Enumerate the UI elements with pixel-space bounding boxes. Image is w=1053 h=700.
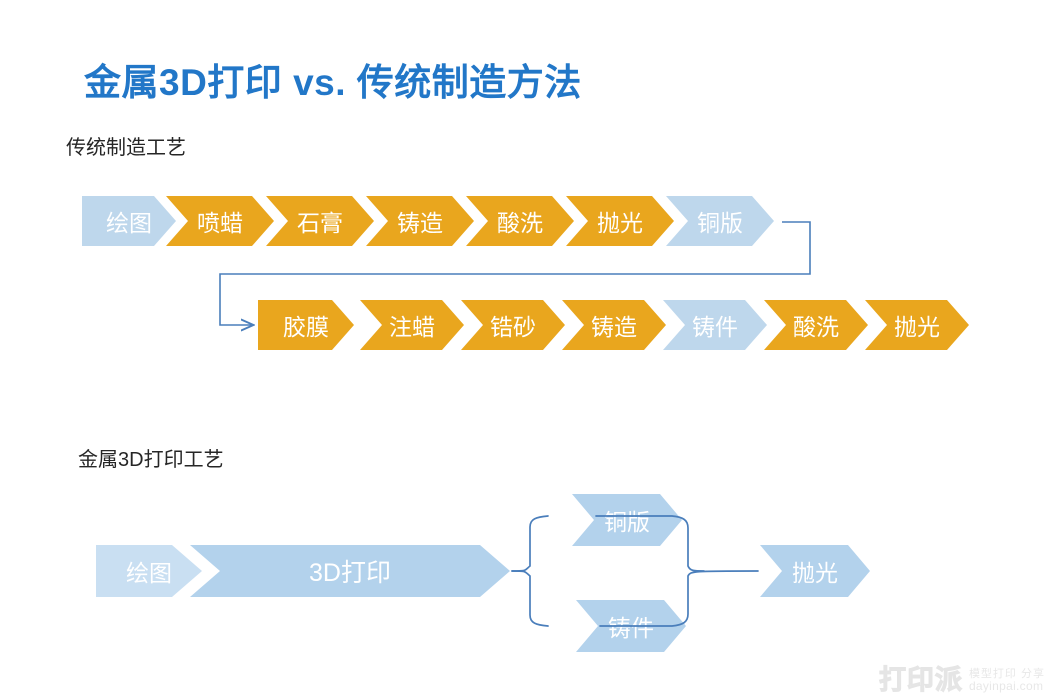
step-metal-3dprint[interactable]: 3D打印 — [190, 545, 510, 597]
step-traditional-r1-huitu[interactable]: 绘图 — [82, 196, 176, 246]
step-traditional-r2-jiaomo[interactable]: 胶膜 — [258, 300, 354, 350]
connector-split-brace — [511, 515, 549, 627]
step-label: 3D打印 — [309, 559, 391, 587]
watermark: 打印派 模型打印 分享 dayinpai.com — [878, 665, 1045, 695]
watermark-url: dayinpai.com — [968, 679, 1044, 694]
step-metal-zhujian[interactable]: 铸件 — [576, 600, 686, 652]
step-traditional-r2-paoguang[interactable]: 抛光 — [865, 300, 969, 350]
section-heading-traditional: 传统制造工艺 — [66, 137, 186, 159]
watermark-tagline: 模型打印 分享 — [968, 667, 1045, 680]
step-label: 胶膜 — [283, 314, 329, 340]
step-metal-tongban[interactable]: 铜版 — [572, 494, 682, 546]
page-title: 金属3D打印 vs. 传统制造方法 — [84, 62, 582, 103]
step-traditional-r1-suanxi[interactable]: 酸洗 — [466, 196, 574, 246]
step-metal-paoguang[interactable]: 抛光 — [760, 545, 870, 597]
step-label: 铸造 — [397, 210, 443, 236]
step-label: 铜版 — [604, 509, 650, 535]
step-traditional-r2-gaosha[interactable]: 锆砂 — [461, 300, 565, 350]
step-label: 酸洗 — [793, 314, 839, 340]
step-traditional-r2-zhuzao[interactable]: 铸造 — [562, 300, 666, 350]
step-label: 锆砂 — [490, 314, 536, 340]
step-label: 喷蜡 — [197, 210, 243, 236]
step-label: 铸件 — [608, 615, 654, 641]
step-metal-huitu[interactable]: 绘图 — [96, 545, 202, 597]
step-traditional-r1-penla[interactable]: 喷蜡 — [166, 196, 274, 246]
step-traditional-r2-zhujian[interactable]: 铸件 — [663, 300, 767, 350]
step-label: 抛光 — [597, 210, 643, 236]
step-traditional-r1-tongban[interactable]: 铜版 — [666, 196, 774, 246]
step-traditional-r1-zhuzao[interactable]: 铸造 — [366, 196, 474, 246]
step-traditional-r1-shigao[interactable]: 石膏 — [266, 196, 374, 246]
step-label: 抛光 — [792, 560, 838, 586]
step-label: 酸洗 — [497, 210, 543, 236]
step-label: 石膏 — [297, 210, 343, 236]
step-traditional-r2-zhula[interactable]: 注蜡 — [360, 300, 464, 350]
step-label: 注蜡 — [389, 314, 435, 340]
step-label: 绘图 — [106, 210, 152, 236]
step-label: 绘图 — [126, 560, 172, 586]
section-heading-metal-3d-printing: 金属3D打印工艺 — [78, 449, 224, 471]
watermark-text: 模型打印 分享 dayinpai.com — [969, 668, 1045, 694]
step-traditional-r1-paoguang[interactable]: 抛光 — [566, 196, 674, 246]
step-traditional-r2-suanxi[interactable]: 酸洗 — [764, 300, 868, 350]
step-label: 抛光 — [894, 314, 940, 340]
step-label: 铜版 — [697, 210, 743, 236]
watermark-logo: 打印派 — [878, 665, 963, 695]
step-label: 铸件 — [692, 314, 738, 340]
step-label: 铸造 — [591, 314, 637, 340]
